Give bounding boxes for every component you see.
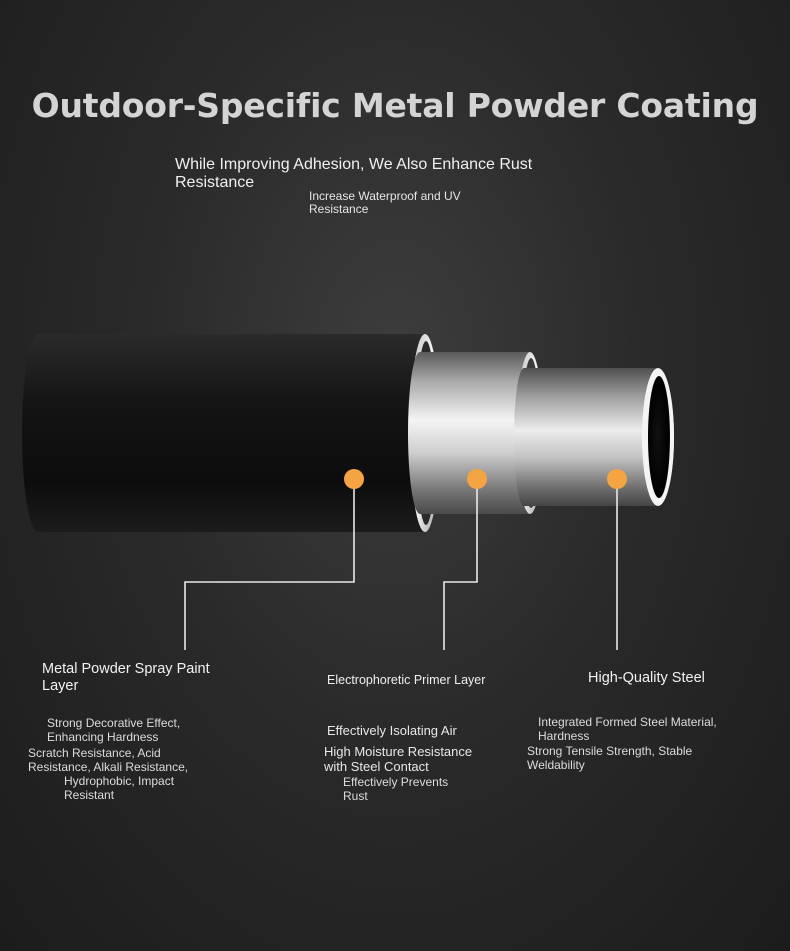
steel-feature-1: Integrated Formed Steel Material, Hardne… xyxy=(538,715,717,743)
paint-layer-tube xyxy=(22,334,440,532)
paint-feature-1: Strong Decorative Effect, Enhancing Hard… xyxy=(47,716,181,744)
primer-leader-line xyxy=(443,480,478,650)
primer-feature-1: Effectively Isolating Air xyxy=(327,723,457,738)
paint-leader-line xyxy=(184,480,355,650)
paint-feature-3: Hydrophobic, Impact Resistant xyxy=(64,774,175,802)
subtitle-main: While Improving Adhesion, We Also Enhanc… xyxy=(175,156,533,191)
primer-layer-title: Electrophoretic Primer Layer xyxy=(327,673,486,687)
steel-marker-dot xyxy=(607,469,627,489)
primer-marker-dot xyxy=(467,469,487,489)
steel-feature-2: Strong Tensile Strength, Stable Weldabil… xyxy=(527,744,693,772)
paint-feature-2: Scratch Resistance, Acid Resistance, Alk… xyxy=(28,746,189,774)
steel-layer-title: High-Quality Steel xyxy=(588,670,705,686)
steel-tube xyxy=(514,368,674,506)
primer-feature-2: High Moisture Resistance with Steel Cont… xyxy=(324,744,473,774)
page-title: Outdoor-Specific Metal Powder Coating xyxy=(31,86,759,125)
primer-feature-3: Effectively Prevents Rust xyxy=(343,775,449,803)
paint-layer-title: Metal Powder Spray Paint Layer xyxy=(42,661,210,694)
paint-marker-dot xyxy=(344,469,364,489)
subtitle-small: Increase Waterproof and UV Resistance xyxy=(309,189,461,216)
